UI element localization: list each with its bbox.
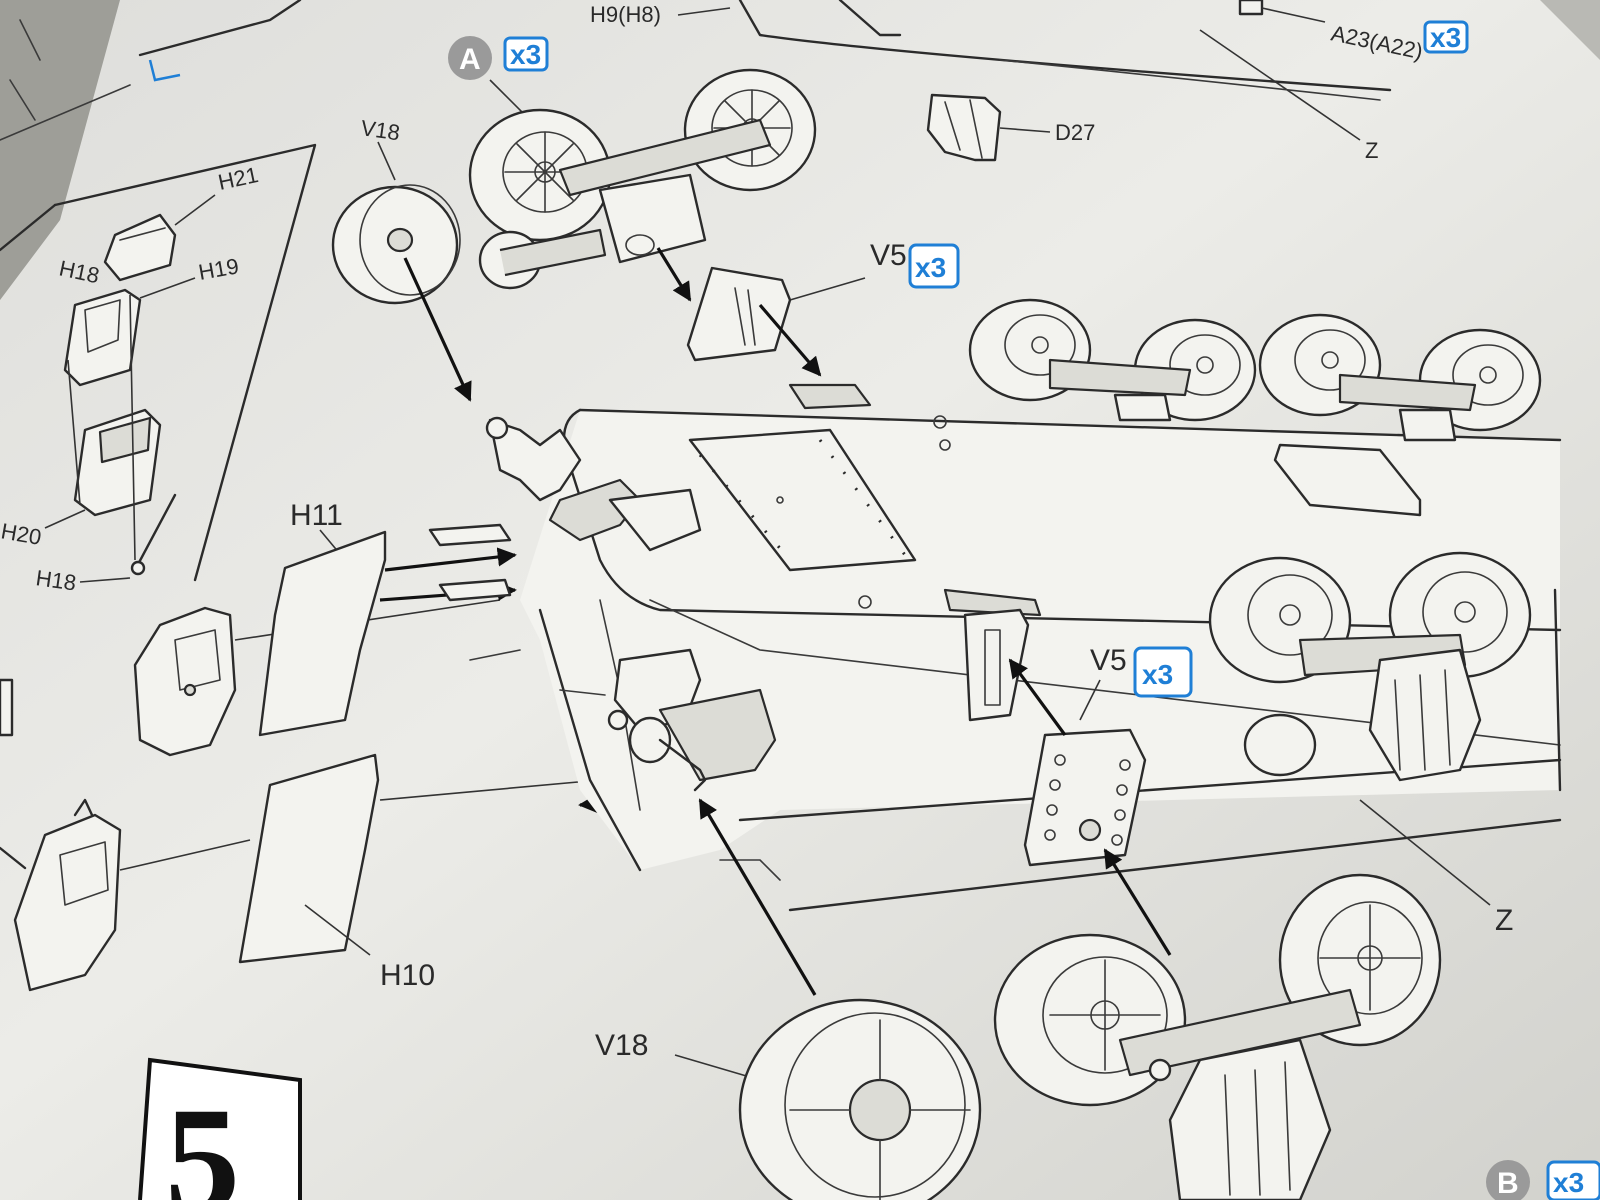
subassembly-b-marker: B	[1486, 1160, 1530, 1200]
subassembly-a-marker: A	[448, 36, 492, 80]
inset-panel-border	[53, 143, 317, 582]
part-h19	[63, 288, 142, 387]
front-axle-guide	[559, 689, 606, 696]
part-v18-bottom-wheel	[738, 998, 982, 1200]
leader-h9h8	[677, 7, 731, 16]
part-a23-fragment	[1238, 0, 1264, 16]
underlying-page-marks	[9, 19, 41, 121]
bogie-assembly-a	[468, 68, 817, 290]
leader-z-right	[1359, 799, 1491, 906]
leader-v18-top	[377, 141, 396, 181]
leader-a23a22	[1261, 7, 1326, 23]
part-h21	[103, 213, 177, 282]
leader-h19	[139, 277, 196, 299]
leader-h20	[44, 509, 86, 529]
hull-top-edge	[738, 0, 1392, 92]
hull-upper-line	[999, 59, 1381, 101]
label-h10: H10	[380, 959, 435, 992]
arrow-v5-mid	[1008, 658, 1067, 736]
part-lamp-lower	[13, 798, 122, 992]
inset-panel-border-left	[0, 203, 57, 252]
leader-h21	[174, 194, 216, 226]
leader-z-top	[1199, 29, 1361, 141]
part-d27	[926, 93, 1002, 162]
svg-text:x3: x3	[915, 252, 946, 283]
label-h9h8: H9(H8)	[590, 2, 661, 27]
bogie-pair-1	[968, 298, 1257, 422]
previous-step-divider	[0, 84, 131, 141]
label-v5-top: V5	[870, 239, 907, 272]
arrow-a-to-v5	[656, 247, 692, 302]
part-v5-mid-plate	[1023, 728, 1147, 867]
hull-top-fitting	[838, 0, 902, 37]
label-z-right: Z	[1495, 904, 1513, 937]
svg-text:x3: x3	[510, 39, 541, 70]
leader-h10	[304, 904, 371, 956]
arrow-v18-top	[403, 257, 472, 402]
arrow-v5-top	[758, 303, 822, 377]
left-lower-mark	[0, 846, 27, 870]
label-z-top: Z	[1365, 138, 1378, 163]
svg-text:B: B	[1497, 1167, 1519, 1200]
hull-hatch-panel	[688, 428, 917, 572]
previous-step-blue-mark	[148, 59, 181, 82]
arrow-b-to-v5	[1103, 848, 1172, 956]
part-h20	[73, 408, 162, 517]
part-h10	[238, 753, 380, 964]
label-v18-bottom: V18	[595, 1029, 648, 1062]
svg-text:x3: x3	[1430, 22, 1461, 53]
leader-d27	[999, 127, 1051, 133]
qty-badge-b: x3	[1546, 1160, 1600, 1200]
left-edge-part	[0, 678, 14, 737]
previous-step-border	[138, 0, 302, 57]
inset-guide-lines	[67, 294, 136, 561]
label-v5-mid: V5	[1090, 644, 1127, 677]
label-h18-bottom: H18	[34, 565, 77, 595]
label-h11: H11	[290, 499, 343, 532]
svg-text:A: A	[459, 43, 481, 76]
suspension-arm-front	[485, 416, 702, 552]
hull-side-mark	[469, 649, 521, 661]
guide-lamp-lower	[119, 839, 251, 871]
hull-side-plate-upper	[428, 523, 512, 547]
qty-badge-v5-top: x3	[908, 243, 960, 289]
arrow-v18-bottom	[698, 798, 817, 996]
front-axle-assembly	[607, 648, 777, 792]
bogie-assembly-b	[993, 873, 1442, 1200]
hull-v5-mount	[963, 608, 1030, 722]
svg-text:x3: x3	[1553, 1167, 1584, 1198]
hull-side-plate-lower	[438, 578, 512, 602]
part-lamp-upper	[133, 606, 237, 757]
step-number: 5	[165, 1077, 240, 1200]
qty-badge-a: x3	[503, 36, 549, 72]
leader-v5-mid	[1079, 679, 1101, 721]
part-v18-top-wheel	[331, 184, 461, 305]
part-h18-bottom	[130, 493, 177, 576]
part-v5-top	[686, 266, 792, 362]
hull-fittings	[788, 383, 1422, 617]
qty-badge-a23: x3	[1423, 20, 1469, 54]
label-d27: D27	[1055, 120, 1095, 145]
leader-v5-top	[789, 277, 866, 301]
label-v18-top: V18	[359, 115, 401, 145]
leader-h18-bottom	[79, 577, 131, 583]
step-number-box: 5	[138, 1057, 302, 1200]
svg-text:x3: x3	[1142, 659, 1173, 690]
part-h11	[258, 530, 387, 737]
guide-h10	[379, 779, 601, 801]
qty-badge-v5-mid: x3	[1133, 646, 1193, 698]
bogie-assembly-right	[1208, 551, 1562, 792]
arrow-h11-upper	[384, 547, 517, 572]
bogie-pair-2	[1258, 313, 1542, 442]
